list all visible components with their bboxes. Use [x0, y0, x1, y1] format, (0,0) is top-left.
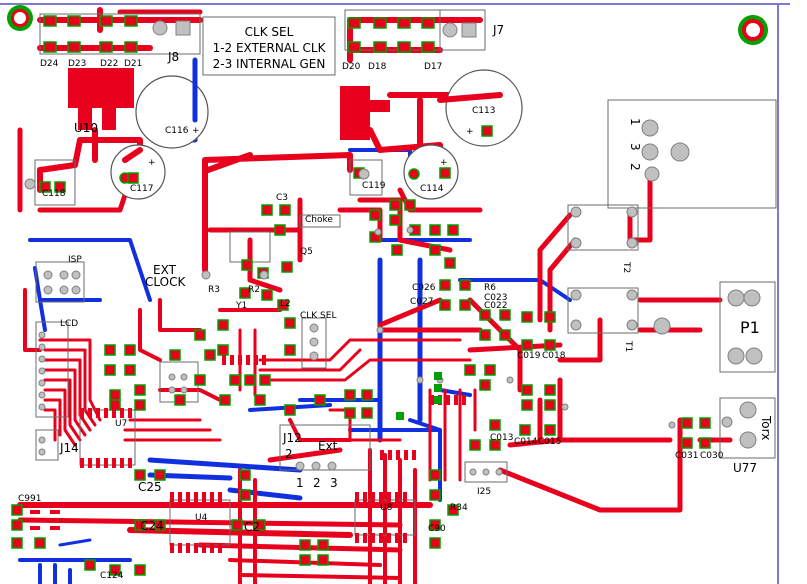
label-c113: C113 [472, 106, 495, 116]
label-conn-pin-3: 3 [628, 143, 642, 151]
label-j8: J8 [167, 50, 179, 64]
regulator-u10 [68, 68, 134, 130]
label-conn-pin-2: 2 [628, 163, 642, 171]
label-i25: I25 [477, 487, 491, 497]
label-c014: C014 [514, 437, 538, 447]
label-l2: L2 [280, 299, 291, 309]
label-u10: U10 [74, 121, 98, 135]
label-u77: U77 [733, 461, 757, 475]
label-c25: C25 [138, 480, 162, 494]
label-j7: J7 [492, 23, 504, 37]
label-d22: D22 [100, 59, 118, 69]
label-c2: C2 [244, 520, 260, 534]
label-ext-clock-2: CLOCK [145, 275, 186, 289]
mounting-hole-top-right [738, 15, 768, 45]
label-c116: C116 [165, 126, 189, 136]
label-c015: C015 [538, 437, 561, 447]
label-c031: C031 [675, 451, 698, 461]
label-c023: C023 [484, 293, 507, 303]
capacitor-c116 [135, 75, 209, 149]
label-c124: C124 [100, 571, 124, 581]
board-outline [0, 3, 790, 584]
label-j12-2: 2 [285, 447, 293, 461]
label-q5: Q5 [300, 247, 313, 257]
label-c013: C013 [490, 433, 513, 443]
label-c030: C030 [700, 451, 724, 461]
note-box-clk-sel: CLK SEL 1-2 EXTERNAL CLK 2-3 INTERNAL GE… [202, 16, 336, 76]
label-conn-pin-1: 1 [628, 118, 642, 126]
note-line-1: CLK SEL [245, 25, 294, 39]
label-pin-3: 3 [330, 476, 338, 490]
label-y1: Y1 [235, 301, 247, 311]
label-c027: C027 [410, 297, 433, 307]
mounting-hole-top-left [7, 5, 33, 31]
label-u8: U8 [380, 503, 393, 513]
smd-pads [11, 15, 711, 576]
label-c026: C026 [412, 283, 436, 293]
label-j12: J12 [282, 431, 302, 445]
label-pin-2: 2 [313, 476, 321, 490]
label-d18: D18 [368, 62, 387, 72]
label-u4: U4 [195, 513, 208, 523]
label-c119: C119 [362, 181, 386, 191]
capacitor-c114 [403, 144, 459, 200]
label-c3: C3 [276, 193, 288, 203]
label-c991: C991 [18, 494, 41, 504]
label-c022: C022 [484, 301, 507, 311]
label-clk-sel: CLK SEL [300, 311, 336, 321]
label-u7: U7 [115, 419, 127, 429]
label-c018: C018 [542, 351, 566, 361]
label-c019: C019 [517, 351, 541, 361]
label-j14: J14 [59, 441, 79, 455]
label-c116-plus: + [192, 126, 200, 136]
silkscreen [34, 9, 777, 546]
note-line-2: 1-2 EXTERNAL CLK [213, 41, 327, 55]
label-torx: Torx [759, 415, 773, 440]
label-t1: T1 [623, 340, 633, 352]
label-r2: R2 [248, 285, 260, 295]
label-ext: Ext [318, 439, 338, 453]
label-c118: C118 [42, 189, 66, 199]
label-choke: Choke [305, 215, 333, 225]
label-c90: C90 [428, 524, 446, 534]
label-c24: C24 [140, 519, 164, 533]
label-c117: C117 [130, 184, 153, 194]
label-ext-clock-1: EXT [153, 263, 177, 277]
label-d24: D24 [40, 59, 59, 69]
via-rings [396, 372, 442, 420]
reference-designators: J8 J7 J14 P1 U77 ISP LCD Torx U10 C116 +… [18, 23, 773, 581]
label-c117-plus: + [148, 158, 156, 168]
label-c113-plus: + [466, 127, 474, 137]
label-isp: ISP [68, 255, 82, 265]
capacitor-c113 [437, 69, 523, 147]
label-c114-plus: + [440, 158, 448, 168]
through-hole-pins [24, 20, 763, 476]
note-line-3: 2-3 INTERNAL GEN [213, 57, 326, 71]
label-c114: C114 [420, 184, 444, 194]
label-d23: D23 [68, 59, 86, 69]
label-r3: R3 [208, 285, 220, 295]
label-r34: R34 [450, 503, 468, 513]
label-t2: T2 [621, 261, 631, 273]
label-r6: R6 [484, 283, 496, 293]
label-d21: D21 [124, 59, 142, 69]
regulator-u16 [340, 86, 390, 140]
label-lcd: LCD [60, 319, 78, 329]
label-pin-1: 1 [296, 476, 304, 490]
capacitor-c117 [110, 144, 166, 200]
label-p1: P1 [740, 318, 760, 337]
label-d20: D20 [342, 62, 361, 72]
label-d17: D17 [424, 62, 442, 72]
